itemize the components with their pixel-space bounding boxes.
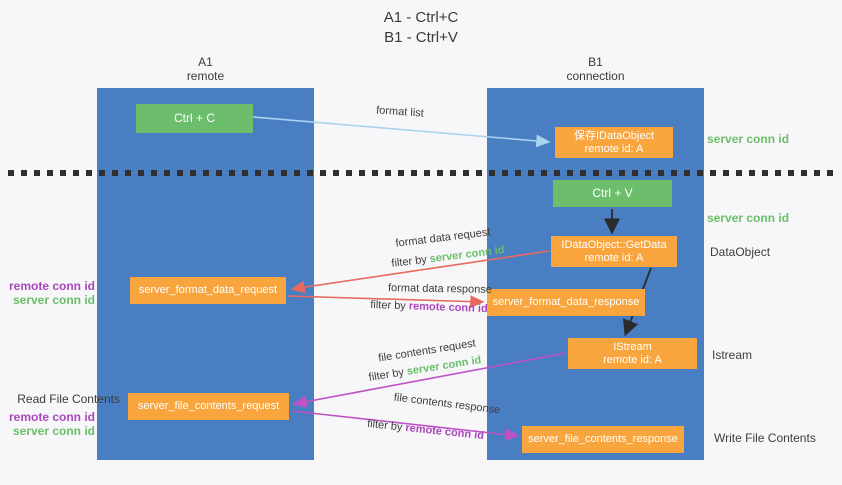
server-conn-id-annotation-top: server conn id [707,132,790,146]
save-dataobject-box: 保存IDataObject remote id: A [555,127,673,158]
read-file-contents-annotation: Read File Contents [17,392,120,406]
istream-annotation: Istream [712,348,753,362]
filter-by-text: filter by [390,253,428,270]
server-conn-id-annotation: server conn id [12,293,95,307]
filter-by-text: filter by [366,417,404,434]
title-line-2: B1 - Ctrl+V [384,29,458,46]
server-file-contents-response-box: server_file_contents_response [522,426,684,453]
diagram-title: A1 - Ctrl+C B1 - Ctrl+V [0,8,842,48]
ctrl-c-action-box: Ctrl + C [136,104,253,133]
server-file-contents-request-box: server_file_contents_request [128,393,289,420]
server-file-contents-request-label: server_file_contents_request [137,400,280,412]
filter-by-text: filter by [370,298,407,313]
format-data-response-label: format data response [387,282,493,296]
ctrl-c-label: Ctrl + C [173,111,215,125]
server-format-data-request-label: server_format_data_request [138,284,278,296]
getdata-line1: IDataObject::GetData [561,238,667,251]
lifeline-a1-role: remote [186,69,225,83]
remote-conn-id-annotation: remote conn id [8,279,95,293]
istream-box: IStream remote id: A [568,338,697,369]
left-conn-id-pair-2: remote conn id server conn id [0,410,95,438]
lifeline-b1-role: connection [566,69,625,83]
ctrl-v-label: Ctrl + V [592,186,633,200]
save-dataobject-line1: 保存IDataObject [573,129,655,142]
remote-conn-id-annotation: remote conn id [8,410,95,424]
format-list-label: format list [375,104,425,120]
server-format-data-response-box: server_format_data_response [487,289,645,316]
title-line-1: A1 - Ctrl+C [383,9,459,26]
lifeline-a1-name: A1 [198,55,213,69]
lifeline-header-a1: A1 remote [97,55,314,83]
lifeline-b1-name: B1 [588,55,603,69]
server-conn-id-annotation: server conn id [12,424,95,438]
left-conn-id-pair-1: remote conn id server conn id [0,279,95,307]
write-file-contents-annotation: Write File Contents [714,431,816,445]
server-file-contents-response-label: server_file_contents_response [528,433,678,445]
server-conn-id-annotation-middle: server conn id [707,211,790,225]
remote-conn-id-text: remote conn id [404,421,485,443]
server-format-data-response-label: server_format_data_response [492,296,640,308]
dataobject-annotation: DataObject [710,245,771,259]
filter-by-text: filter by [367,366,405,384]
save-dataobject-line2: remote id: A [584,142,644,155]
server-format-data-request-box: server_format_data_request [130,277,286,304]
istream-line1: IStream [613,340,652,353]
getdata-line2: remote id: A [584,251,644,264]
idataobject-getdata-box: IDataObject::GetData remote id: A [551,236,677,267]
remote-conn-id-text: remote conn id [408,300,488,316]
istream-line2: remote id: A [603,353,662,366]
lifeline-header-b1: B1 connection [487,55,704,83]
ctrl-v-action-box: Ctrl + V [553,180,672,207]
